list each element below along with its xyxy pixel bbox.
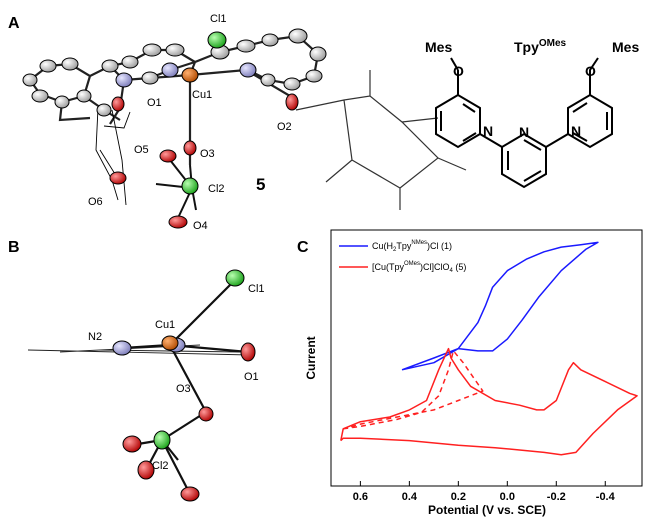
cv-series-group xyxy=(340,241,638,456)
mes-left-label: Mes xyxy=(425,39,452,55)
atom-label-o3-a: O3 xyxy=(200,148,215,160)
x-axis-ticks: 0.6 0.4 0.2 0.0 -0.2 -0.4 xyxy=(353,481,616,503)
x-tick-label: 0.4 xyxy=(402,491,418,503)
mesityl-line-drawing xyxy=(295,70,467,210)
panel-c: C 0.6 0.4 0.2 0.0 -0.2 -0.4 Cu(H2TpyNMes)Cl (… xyxy=(297,229,643,517)
cv-curve-3 xyxy=(343,350,484,430)
x-axis-title: Potential (V vs. SCE) xyxy=(428,503,546,517)
atom-label-o6-a: O6 xyxy=(88,196,103,208)
x-tick-label: -0.4 xyxy=(596,491,616,503)
cv-curve-1 xyxy=(401,241,599,371)
legend: Cu(H2TpyNMes)Cl (1) [Cu(TpyOMes)Cl]ClO4 … xyxy=(339,240,466,274)
legend-label-compound-1: Cu(H2TpyNMes)Cl (1) xyxy=(372,240,452,253)
ligand-structure: Mes Mes TpyOMes O O N N N xyxy=(425,38,639,189)
ring-o-right: O xyxy=(585,63,596,79)
y-axis-title: Current xyxy=(304,336,318,379)
panel-a: A xyxy=(8,13,639,232)
panel-letter-a: A xyxy=(8,15,20,32)
panel-b: B Cl1 Cu1 N2 O1 O3 Cl2 xyxy=(8,239,265,502)
ring-n-right: N xyxy=(571,123,581,139)
atom-label-o3-b: O3 xyxy=(176,383,191,395)
x-tick-label: 0.0 xyxy=(500,491,515,503)
atom-label-o5-a: O5 xyxy=(134,144,149,156)
crystal-structure-a xyxy=(22,28,327,229)
mes-right-label: Mes xyxy=(612,39,639,55)
plot-frame xyxy=(330,229,643,487)
x-tick-label: 0.6 xyxy=(353,491,368,503)
compound-number: 5 xyxy=(256,175,265,194)
atom-label-o2-a: O2 xyxy=(277,121,292,133)
atom-label-cl1-b: Cl1 xyxy=(248,283,265,295)
ring-n-middle: N xyxy=(519,124,529,140)
atom-label-n2-b: N2 xyxy=(88,331,102,343)
atom-label-o4-a: O4 xyxy=(193,220,208,232)
atom-label-cl1-a: Cl1 xyxy=(210,13,227,25)
panel-letter-b: B xyxy=(8,239,20,256)
atom-label-cl2-a: Cl2 xyxy=(208,183,225,195)
atom-label-cl2-b: Cl2 xyxy=(152,460,169,472)
panel-letter-c: C xyxy=(297,239,309,256)
atom-label-cu1-b: Cu1 xyxy=(155,319,175,331)
atom-label-cu1-a: Cu1 xyxy=(192,89,212,101)
cv-curve-2 xyxy=(340,347,638,456)
legend-label-compound-5: [Cu(TpyOMes)Cl]ClO4 (5) xyxy=(372,261,466,274)
x-tick-label: -0.2 xyxy=(547,491,566,503)
ring-n-left: N xyxy=(483,123,493,139)
crystal-structure-b xyxy=(27,269,256,502)
x-tick-label: 0.2 xyxy=(451,491,466,503)
ligand-name: TpyOMes xyxy=(514,38,567,55)
ring-o-left: O xyxy=(453,63,464,79)
atom-label-o1-b: O1 xyxy=(244,371,259,383)
atom-label-o1-a: O1 xyxy=(147,97,162,109)
